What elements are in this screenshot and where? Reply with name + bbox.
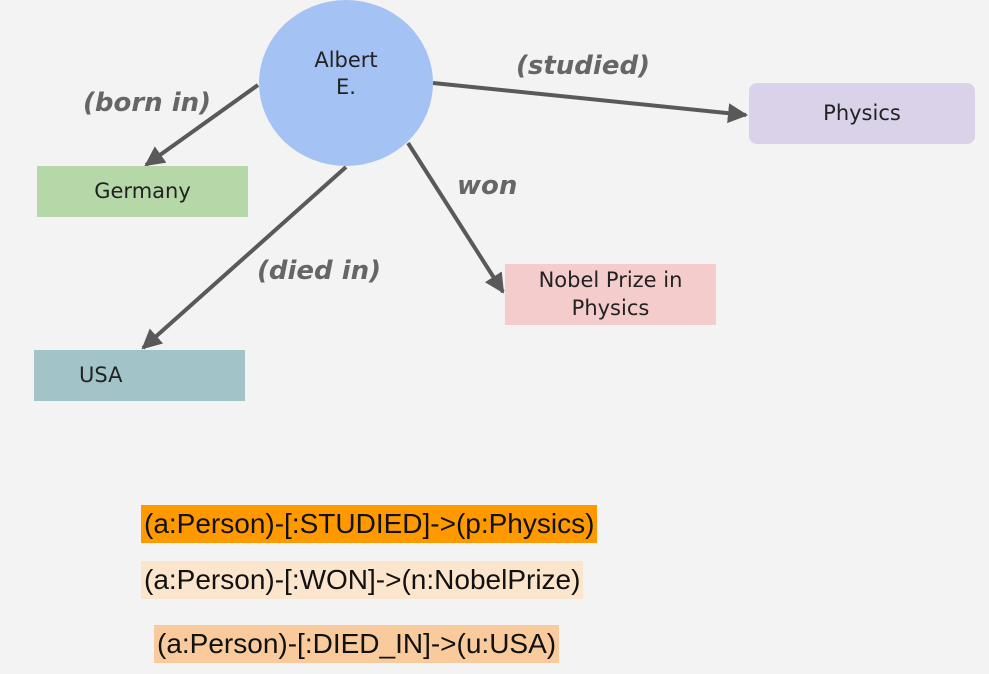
query-studied: (a:Person)-[:STUDIED]->(p:Physics) xyxy=(141,505,598,543)
edge-label-won: won xyxy=(457,171,518,201)
node-germany: Germany xyxy=(37,166,248,217)
edge-label-born-in: (born in) xyxy=(83,88,212,118)
node-person-label: Albert E. xyxy=(314,47,378,99)
edge-label-studied: (studied) xyxy=(516,51,650,81)
edge-studied-arrow xyxy=(432,81,748,124)
node-nobel-prize-label: Nobel Prize in Physics xyxy=(538,268,683,320)
node-physics: Physics xyxy=(749,83,975,144)
node-nobel-prize: Nobel Prize in Physics xyxy=(505,264,716,325)
node-person: Albert E. xyxy=(259,0,433,166)
edge-died-in-arrow xyxy=(141,165,348,350)
node-germany-label: Germany xyxy=(94,178,191,203)
edge-label-died-in: (died in) xyxy=(257,256,382,286)
node-physics-label: Physics xyxy=(823,100,901,125)
query-won: (a:Person)-[:WON]->(n:NobelPrize) xyxy=(141,561,584,599)
node-usa-label: USA xyxy=(79,362,123,387)
query-died-in: (a:Person)-[:DIED_IN]->(u:USA) xyxy=(154,625,560,663)
edge-born-in-arrow xyxy=(144,83,260,167)
node-usa: USA xyxy=(34,350,245,401)
edge-won-arrow xyxy=(406,141,505,294)
